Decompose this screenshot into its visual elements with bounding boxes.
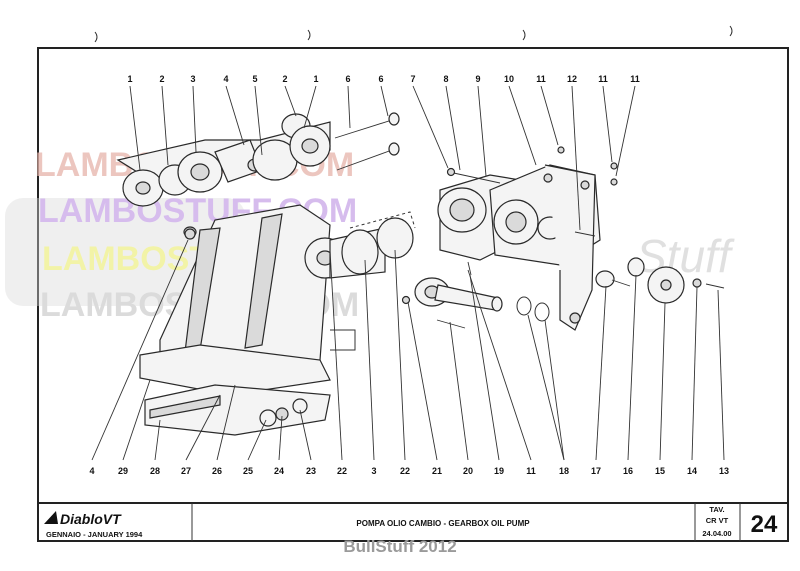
callout-top: 3 — [190, 74, 195, 84]
callout-bottom: 23 — [306, 466, 316, 476]
callout-top: 9 — [475, 74, 480, 84]
logo-text: DiabloVT — [60, 511, 122, 527]
callout-bottom: 24 — [274, 466, 284, 476]
issue-date: GENNAIO - JANUARY 1994 — [46, 530, 143, 539]
pump-shaft — [401, 261, 550, 329]
exploded-parts — [116, 112, 725, 436]
title-block: DiabloVT GENNAIO - JANUARY 1994 POMPA OL… — [37, 502, 789, 542]
callout-bottom: 4 — [89, 466, 94, 476]
leader-lines — [91, 85, 725, 461]
callout-bottom: 13 — [719, 466, 729, 476]
callout-bottom: 20 — [463, 466, 473, 476]
callout-bottom: 29 — [118, 466, 128, 476]
callout-top: 2 — [159, 74, 164, 84]
callout-bottom: 28 — [150, 466, 160, 476]
callout-bottom: 27 — [181, 466, 191, 476]
bottom-fasteners — [184, 228, 308, 427]
callout-bottom: 16 — [623, 466, 633, 476]
callout-top: 10 — [504, 74, 514, 84]
callout-top: 6 — [345, 74, 350, 84]
callout-bottom: 21 — [432, 466, 442, 476]
callout-top: 11 — [536, 74, 546, 84]
callout-bottom: 25 — [243, 466, 253, 476]
tav-ref: 24.04.00 — [702, 529, 731, 538]
callout-top: 12 — [567, 74, 577, 84]
diablo-logo: DiabloVT — [44, 511, 122, 527]
callout-top: 5 — [252, 74, 257, 84]
watermark-script: Stuff — [636, 230, 735, 282]
callout-top: 1 — [127, 74, 132, 84]
tav-label: TAV. — [709, 505, 724, 514]
tav-code: CR VT — [706, 516, 729, 525]
callout-bottom: 18 — [559, 466, 569, 476]
callout-top: 11 — [598, 74, 608, 84]
lower-rubber-mount — [304, 211, 416, 279]
callout-bottom: 17 — [591, 466, 601, 476]
main-bracket — [139, 204, 356, 436]
callout-top: 11 — [630, 74, 640, 84]
callout-bottom: 19 — [494, 466, 504, 476]
callout-bottom: 22 — [337, 466, 347, 476]
footer-credit: BullStuff 2012 — [343, 537, 457, 556]
callout-bottom: 15 — [655, 466, 665, 476]
callout-top: 2 — [282, 74, 287, 84]
callout-top: 4 — [223, 74, 228, 84]
pump-housing — [437, 164, 601, 331]
bottom-callouts: 4 29 28 27 26 25 24 23 22 3 22 21 20 19 … — [89, 466, 729, 476]
callout-top: 1 — [313, 74, 318, 84]
callout-top: 8 — [443, 74, 448, 84]
binder-marks — [94, 25, 733, 43]
drawing-title: POMPA OLIO CAMBIO - GEARBOX OIL PUMP — [356, 519, 530, 528]
callout-bottom: 11 — [526, 466, 536, 476]
callout-bottom: 22 — [400, 466, 410, 476]
watermark-car-silhouette — [5, 198, 245, 306]
callout-bottom: 3 — [371, 466, 376, 476]
top-callouts: 1 2 3 4 5 2 1 6 6 7 8 9 10 11 12 11 11 — [127, 74, 639, 84]
upper-mount-assembly — [116, 113, 331, 207]
sheet-number: 24 — [751, 511, 778, 538]
callout-bottom: 26 — [212, 466, 222, 476]
callout-top: 6 — [378, 74, 383, 84]
callout-top: 7 — [410, 74, 415, 84]
long-bolts — [334, 112, 400, 171]
callout-bottom: 14 — [687, 466, 697, 476]
